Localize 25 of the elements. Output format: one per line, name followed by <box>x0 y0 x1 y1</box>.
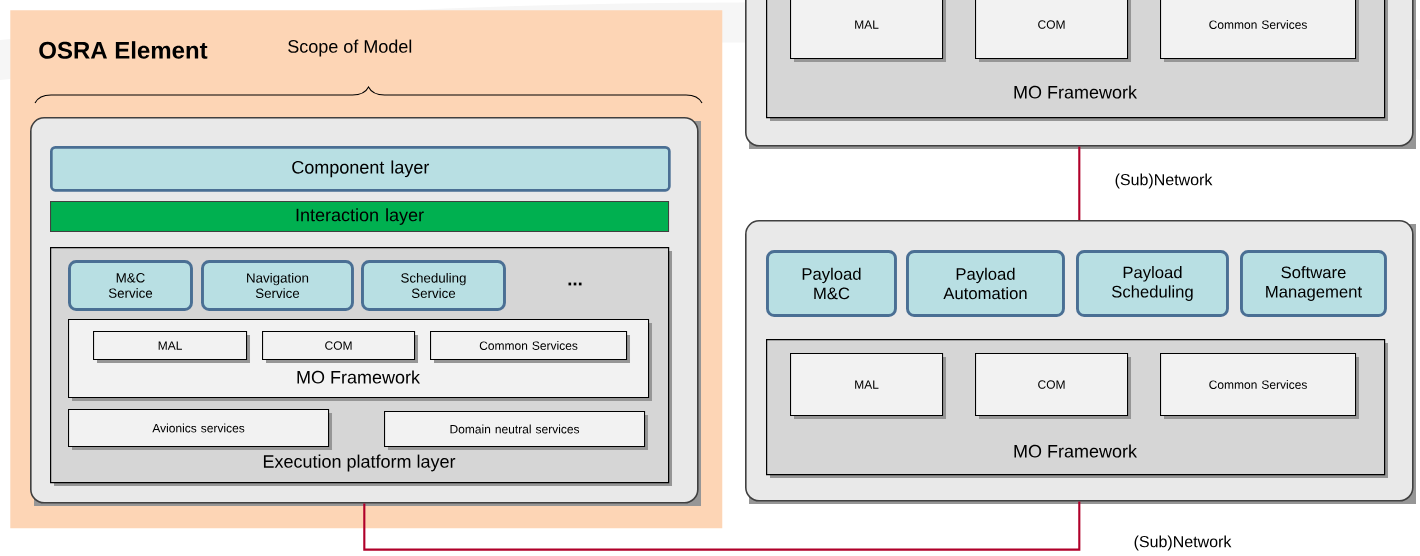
layer-bar: Component layer <box>50 146 671 192</box>
network-line <box>1078 146 1081 220</box>
service-box: Scheduling Service <box>361 260 506 311</box>
module-box: Avionics services <box>68 409 332 450</box>
edge-label: (Sub)Network <box>1132 534 1233 552</box>
module-box: MAL <box>93 331 250 363</box>
module-box: Domain neutral services <box>384 411 648 450</box>
module-box: COM <box>975 353 1131 419</box>
module-box: Common Services <box>1160 353 1359 419</box>
module-box: MAL <box>790 353 946 419</box>
service-box: Payload Automation <box>906 250 1065 317</box>
service-box: M&C Service <box>68 260 193 311</box>
edge-label: (Sub)Network <box>1113 172 1214 190</box>
module-box: COM <box>262 331 418 363</box>
module-box: COM <box>975 0 1131 62</box>
ellipsis: ... <box>568 282 582 286</box>
service-box: Payload M&C <box>766 250 897 317</box>
module-box: Common Services <box>1160 0 1359 62</box>
service-box: Navigation Service <box>201 260 354 311</box>
service-box: Software Management <box>1240 250 1387 317</box>
module-box: Common Services <box>430 331 630 363</box>
module-box: MAL <box>790 0 946 62</box>
service-box: Payload Scheduling <box>1076 250 1229 317</box>
network-line <box>363 501 1081 551</box>
layer-bar: Interaction layer <box>50 201 670 233</box>
